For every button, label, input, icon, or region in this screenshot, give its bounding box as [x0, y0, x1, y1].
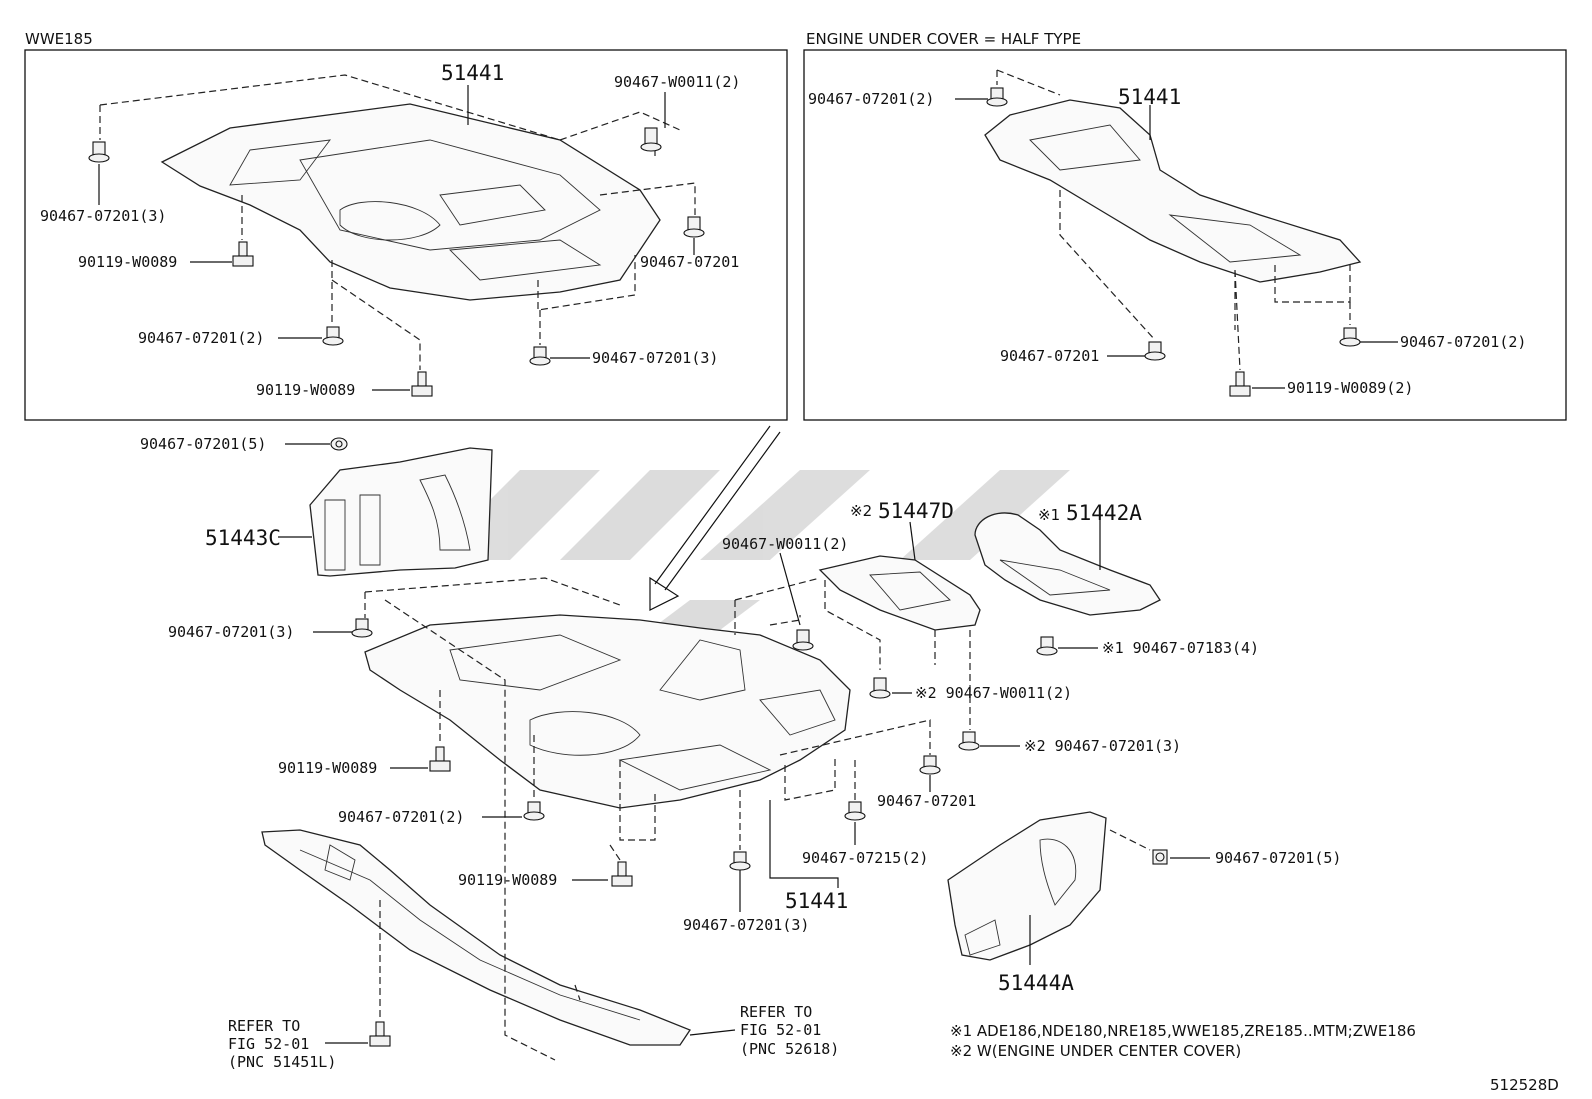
label-51441: 51441: [441, 61, 504, 85]
part-front-bracket: [261, 829, 691, 1046]
label-51447d: 51447D: [878, 499, 954, 523]
clip-icon: [919, 755, 941, 775]
panel2-cover-51441: [984, 99, 1362, 283]
label-90467-07201: 90467-07201(3): [592, 349, 718, 367]
label-90467-07201: 90467-07201(3): [40, 207, 166, 225]
clip-icon: [529, 346, 551, 366]
label-90467-07201: 90467-07201(3): [683, 916, 809, 934]
label-90467-07201: 90467-07201: [1000, 347, 1099, 365]
clip-icon: [792, 629, 814, 651]
figure-id: 512528D: [1490, 1076, 1559, 1094]
label-90119-w0089: 90119-W0089: [278, 759, 377, 777]
bolt-icon: [429, 746, 451, 772]
label-90467-07201: 90467-07201: [877, 792, 976, 810]
panel1-leaders: [98, 85, 695, 391]
refer-right-line3: (PNC 52618): [740, 1040, 839, 1058]
clip-icon: [1036, 636, 1058, 656]
label-51443c: 51443C: [205, 526, 281, 550]
label-90467-w0011: 90467-W0011(2): [722, 535, 848, 553]
panel-left-frame: [24, 49, 788, 421]
bolt-icon: [1152, 849, 1168, 865]
label-90467-07201: 90467-07201(2): [808, 90, 934, 108]
part-51443c: [309, 447, 493, 577]
panel2-fasteners: [986, 87, 1361, 397]
part-51444a: [947, 811, 1107, 961]
footnote-2: ※2 W(ENGINE UNDER CENTER COVER): [950, 1042, 1241, 1060]
panel2-dashed-guides: [996, 69, 1351, 371]
bolt-icon: [611, 861, 633, 887]
refer-left-line2: FIG 52-01: [228, 1035, 309, 1053]
clip-icon: [1339, 327, 1361, 347]
bolt-icon: [1229, 371, 1251, 397]
bolt-icon: [411, 371, 433, 397]
clip-icon: [322, 326, 344, 346]
panel-right-frame: [803, 49, 1567, 421]
main-fasteners: [330, 437, 1168, 1047]
label-51442a: 51442A: [1066, 501, 1142, 525]
clip-icon: [729, 851, 751, 871]
note-mark-1: ※1: [1038, 506, 1060, 524]
panel1-cover-51441: [160, 103, 661, 301]
refer-right-line1: REFER TO: [740, 1003, 812, 1021]
label-51441: 51441: [1118, 85, 1181, 109]
clip-icon: [88, 141, 110, 163]
part-51442a: [974, 512, 1161, 616]
clip-icon: [640, 127, 662, 152]
label-51444a: 51444A: [998, 971, 1074, 995]
label-90467-07201: 90467-07201(5): [140, 435, 266, 453]
part-51447d: [818, 555, 981, 631]
label-51441: 51441: [785, 889, 848, 913]
clip-icon: [523, 801, 545, 821]
clip-icon: [869, 677, 891, 699]
washer-icon: [330, 437, 348, 451]
label-90119-w0089: 90119-W0089: [256, 381, 355, 399]
clip-icon: [1144, 341, 1166, 361]
panel-left-title: WWE185: [25, 30, 93, 48]
main-dashed-guides: [364, 577, 1151, 1061]
label-90467-07201: ※2 90467-07201(3): [1024, 737, 1181, 755]
label-90467-07183: ※1 90467-07183(4): [1102, 639, 1259, 657]
clip-icon: [683, 216, 705, 238]
label-90467-07201: 90467-07201(2): [1400, 333, 1526, 351]
label-90467-w0011: ※2 90467-W0011(2): [915, 684, 1072, 702]
label-90467-07201: 90467-07201(2): [138, 329, 264, 347]
refer-right-line2: FIG 52-01: [740, 1021, 821, 1039]
clip-icon: [958, 731, 980, 751]
part-51441-main: [364, 614, 851, 809]
label-90467-07201: 90467-07201(3): [168, 623, 294, 641]
label-90119-w0089: 90119-W0089: [458, 871, 557, 889]
panel2-leaders: [955, 98, 1398, 389]
clip-icon: [844, 801, 866, 821]
clip-icon: [351, 618, 373, 638]
panel1-fasteners: [88, 127, 705, 397]
refer-left-line3: (PNC 51451L): [228, 1053, 336, 1071]
panel-right-title: ENGINE UNDER COVER = HALF TYPE: [806, 30, 1081, 48]
label-90467-07201: 90467-07201(2): [338, 808, 464, 826]
label-90119-w0089: 90119-W0089: [78, 253, 177, 271]
direction-arrow: [649, 425, 781, 611]
footnote-1: ※1 ADE186,NDE180,NRE185,WWE185,ZRE185..M…: [950, 1022, 1416, 1040]
bolt-icon: [232, 241, 254, 267]
label-90467-07201: 90467-07201: [640, 253, 739, 271]
bolt-icon: [369, 1021, 391, 1047]
refer-left-line1: REFER TO: [228, 1017, 300, 1035]
clip-icon: [986, 87, 1008, 107]
label-90467-07215: 90467-07215(2): [802, 849, 928, 867]
note-mark-2: ※2: [850, 502, 872, 520]
label-90467-07201: 90467-07201(5): [1215, 849, 1341, 867]
label-90467-w0011: 90467-W0011(2): [614, 73, 740, 91]
label-90119-w0089: 90119-W0089(2): [1287, 379, 1413, 397]
main-leaders: [278, 443, 1210, 1044]
